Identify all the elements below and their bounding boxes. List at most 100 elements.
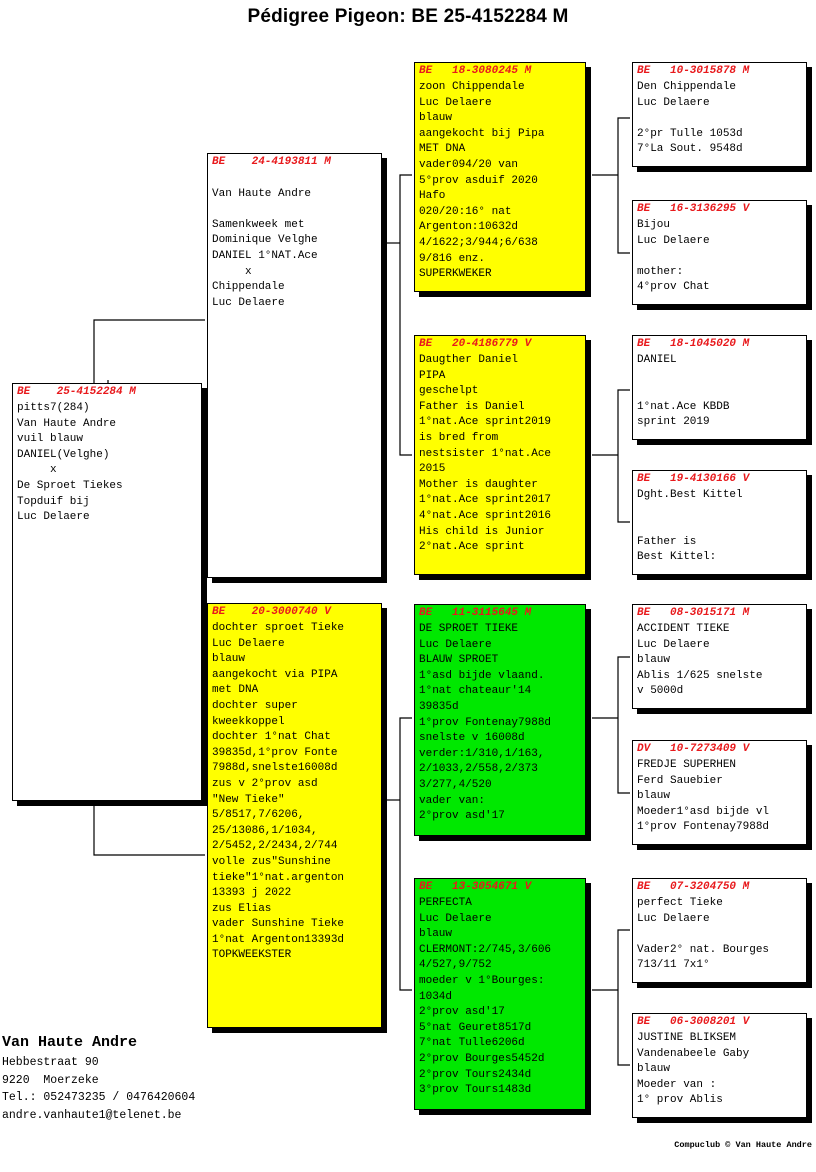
text-line: Luc Delaere — [212, 296, 285, 309]
text-line — [212, 171, 381, 187]
text-line: Luc Delaere — [637, 638, 710, 651]
text-line: met DNA — [212, 684, 259, 697]
pedigree-box-gen4-4[interactable]: BE 19-4130166 V Dght.Best Kittel Father … — [632, 470, 807, 575]
text-line: Chippendale — [212, 281, 285, 294]
box-body: Dght.Best Kittel Father is Best Kittel: — [633, 487, 806, 566]
text-line: Ferd Sauebier — [637, 774, 723, 787]
text-line: 4°prov Chat — [637, 281, 710, 294]
ring-number: BE 20-4186779 V — [419, 338, 532, 350]
text-line: "New Tieke" — [212, 793, 285, 806]
text-line: 7°La Sout. 9548d — [637, 143, 743, 156]
text-line: 39835d — [419, 700, 459, 713]
text-line: 1°prov Fontenay7988d — [637, 821, 770, 834]
text-line: Vader2° nat. Bourges — [637, 943, 770, 956]
text-line — [637, 384, 806, 400]
text-line: 1°prov Fontenay7988d — [419, 716, 552, 729]
text-line: TOPKWEEKSTER — [212, 949, 292, 962]
text-line: dochter 1°nat Chat — [212, 731, 331, 744]
text-line: Den Chippendale — [637, 81, 737, 93]
text-line: 2/5452,2/2434,2/744 — [212, 840, 338, 853]
page-title: Pédigree Pigeon: BE 25-4152284 M — [247, 6, 569, 27]
text-line: 1°nat.Ace KBDB — [637, 400, 730, 413]
text-line: Ablis 1/625 snelste — [637, 669, 763, 682]
ring-number: BE 25-4152284 M — [17, 386, 136, 398]
text-line: verder:1/310,1/163, — [419, 747, 545, 760]
ring-number: BE 13-3054671 V — [419, 881, 532, 893]
text-line: zus Elias — [212, 902, 272, 915]
text-line: aangekocht via PIPA — [212, 668, 338, 681]
text-line: Dght.Best Kittel — [637, 489, 743, 501]
ring-number: BE 24-4193811 M — [212, 156, 331, 168]
text-line: tieke"1°nat.argenton — [212, 871, 345, 884]
ring-number: BE 08-3015171 M — [637, 607, 750, 619]
text-line: blauw — [419, 112, 453, 125]
pedigree-box-father[interactable]: BE 24-4193811 M Van Haute Andre Samenkwe… — [207, 153, 382, 578]
text-line: dochter super — [212, 699, 298, 712]
text-line: moeder v 1°Bourges: — [419, 974, 545, 987]
text-line: 020/20:16° nat — [419, 205, 512, 218]
text-line: zoon Chippendale — [419, 81, 525, 93]
text-line: 2°prov asd'17 — [419, 810, 505, 823]
text-line: 7988d,snelste16008d — [212, 762, 338, 775]
text-line: DE SPROET TIEKE — [419, 623, 519, 635]
text-line — [637, 927, 806, 943]
text-line: DANIEL 1°NAT.Ace — [212, 249, 318, 262]
text-line: Van Haute Andre — [17, 417, 117, 430]
text-line: Vandenabeele Gaby — [637, 1047, 750, 1060]
text-line: Hebbestraat 90 — [2, 1056, 99, 1069]
text-line: 2°pr Tulle 1053d — [637, 127, 743, 140]
text-line: is bred from — [419, 431, 499, 444]
text-line: PIPA — [419, 369, 446, 382]
text-line: Luc Delaere — [419, 912, 492, 925]
text-line: geschelpt — [419, 385, 479, 398]
text-line: JUSTINE BLIKSEM — [637, 1032, 737, 1044]
text-line: 5/8517,7/6206, — [212, 809, 305, 822]
text-line: Best Kittel: — [637, 551, 717, 564]
text-line: Luc Delaere — [212, 637, 285, 650]
text-line — [637, 504, 806, 520]
ring-number: BE 20-3000740 V — [212, 606, 331, 618]
text-line: SUPERKWEKER — [419, 268, 492, 281]
text-line: snelste v 16008d — [419, 732, 525, 745]
text-line: v 5000d — [637, 685, 684, 698]
compuclub-credit: Compuclub © Van Haute Andre — [674, 1140, 812, 1150]
text-line: 4/527,9/752 — [419, 959, 492, 972]
text-line: Luc Delaere — [637, 912, 710, 925]
text-line: 1°nat.Ace sprint2019 — [419, 416, 552, 429]
text-line: 13393 j 2022 — [212, 887, 292, 900]
text-line: 7°nat Tulle6206d — [419, 1037, 525, 1050]
text-line: 1°nat Argenton13393d — [212, 933, 345, 946]
text-line: 3°prov Tours1483d — [419, 1084, 532, 1097]
ring-number: BE 07-3204750 M — [637, 881, 750, 893]
ring-number: DV 10-7273409 V — [637, 743, 750, 755]
text-line: 5°nat Geuret8517d — [419, 1021, 532, 1034]
text-line: 2°prov Tours2434d — [419, 1068, 532, 1081]
text-line: Father is — [637, 535, 697, 548]
text-line: 1°asd bijde vlaand. — [419, 669, 545, 682]
owner-name: Van Haute Andre — [2, 1034, 138, 1051]
text-line — [637, 369, 806, 385]
text-line: 4/1622;3/944;6/638 — [419, 236, 538, 249]
text-line: Father is Daniel — [419, 400, 525, 413]
text-line: 2°prov Bourges5452d — [419, 1052, 545, 1065]
text-line: x — [17, 464, 57, 477]
text-line: vader Sunshine Tieke — [212, 918, 345, 931]
text-line: CLERMONT:2/745,3/606 — [419, 943, 552, 956]
pedigree-box-subject[interactable]: BE 25-4152284 M pitts7(284)Van Haute And… — [12, 383, 202, 801]
